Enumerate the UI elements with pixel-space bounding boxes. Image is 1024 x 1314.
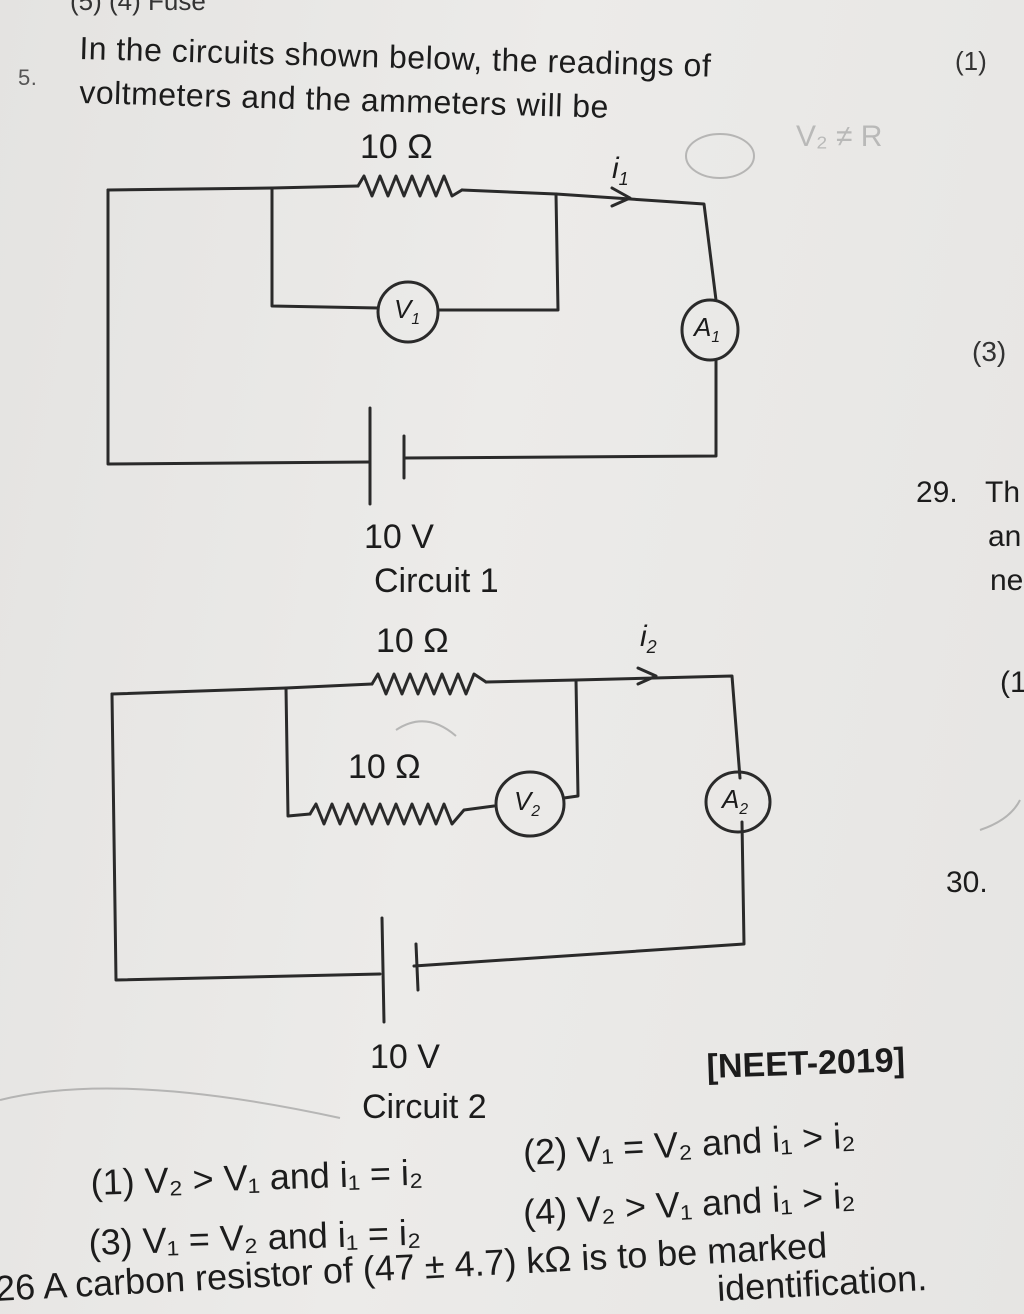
question-29-text-1: Th bbox=[985, 476, 1021, 509]
question-29-text-3: ne bbox=[990, 564, 1024, 597]
circuit-1-battery-label: 10 V bbox=[364, 518, 434, 556]
question-number: 5. bbox=[18, 65, 38, 90]
circuit-1-ammeter-label: A1 bbox=[694, 312, 721, 347]
circuit-2-wires bbox=[110, 674, 746, 982]
circuit-1-voltmeter-symbol bbox=[376, 280, 440, 344]
right-margin-1: (1) bbox=[955, 46, 987, 76]
circuit-2-voltmeter-symbol bbox=[494, 770, 566, 838]
right-margin-3: (3) bbox=[972, 336, 1007, 367]
circuit-1-current-arrow bbox=[610, 186, 632, 208]
circuit-1-caption: Circuit 1 bbox=[374, 562, 499, 600]
circuit-1-resistor bbox=[356, 174, 464, 198]
question-29-text-2: an bbox=[988, 520, 1022, 553]
circuit-2-battery-label: 10 V bbox=[370, 1038, 440, 1076]
circuit-1-ammeter-symbol bbox=[680, 298, 740, 362]
circuit-1-battery bbox=[368, 406, 406, 506]
circuit-2-voltmeter-label: V2 bbox=[514, 786, 541, 821]
circuit-2-battery bbox=[380, 916, 420, 1024]
circuit-1-current-label: i1 bbox=[612, 152, 629, 189]
circuit-2-resistor-bottom-label: 10 Ω bbox=[348, 748, 421, 786]
circuit-1-voltmeter-label: V1 bbox=[394, 294, 421, 329]
top-margin-text: (5) (4) Fuse bbox=[70, 0, 206, 16]
circuit-2-caption: Circuit 2 bbox=[362, 1088, 487, 1126]
circuit-2-current-label: i2 bbox=[640, 620, 657, 657]
circuit-2-resistor-top-label: 10 Ω bbox=[376, 622, 449, 660]
circuit-2-ammeter-symbol bbox=[704, 770, 772, 834]
question-29-number: 29. bbox=[916, 476, 958, 509]
question-30-number: 30. bbox=[946, 866, 988, 899]
circuit-1-resistor-label: 10 Ω bbox=[360, 128, 433, 166]
right-margin-paren: (1 bbox=[1000, 666, 1024, 699]
circuit-2-ammeter-label: A2 bbox=[722, 784, 749, 819]
circuit-2-resistor-bottom bbox=[308, 802, 496, 826]
circuit-2-resistor-top bbox=[370, 672, 488, 696]
question-source: [NEET-2019] bbox=[706, 1041, 906, 1086]
circuit-2-current-arrow bbox=[636, 666, 658, 686]
svg-text:V₂ ≠ R: V₂ ≠ R bbox=[796, 120, 882, 153]
circuit-1-wires bbox=[106, 184, 718, 466]
